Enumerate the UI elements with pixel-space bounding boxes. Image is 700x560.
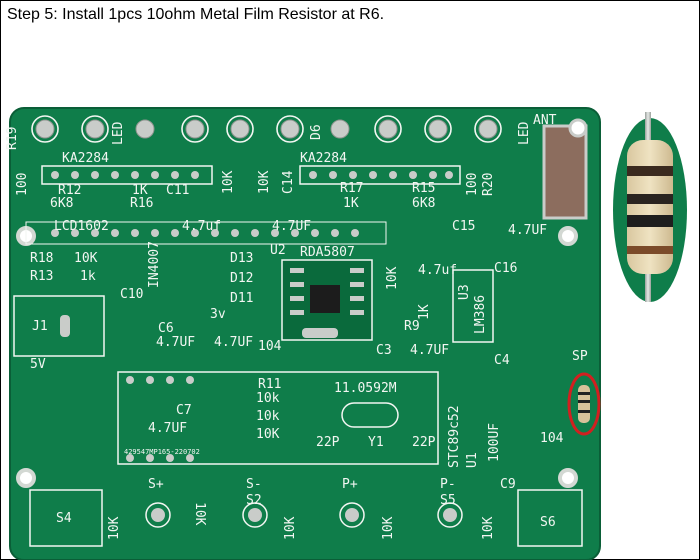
lbl-s5: S5 [440, 493, 456, 508]
lbl-lm386: LM386 [473, 295, 488, 334]
lbl-10k-a: 10k [256, 391, 280, 406]
lbl-ka2284-1: KA2284 [62, 151, 109, 166]
lbl-crystal: 11.0592M [334, 381, 397, 396]
lbl-22p-a: 22P [316, 435, 340, 450]
lbl-c9: C9 [500, 477, 516, 492]
lbl-chip-code: 429547MP165-220702 [124, 448, 200, 456]
lbl-104: 104 [258, 339, 282, 354]
lbl-j1: J1 [32, 319, 48, 334]
lbl-u3: U3 [457, 284, 472, 300]
lbl-led-right: LED [517, 121, 532, 145]
lbl-d12: D12 [230, 271, 253, 286]
lbl-c11: C11 [166, 183, 189, 198]
lbl-r15: R15 [412, 181, 435, 196]
lbl-in4007: IN4007 [147, 241, 162, 288]
lbl-u1: U1 [465, 452, 480, 468]
resistor-closeup [613, 112, 687, 302]
lbl-c6: C6 [158, 321, 174, 336]
lbl-r12: R12 [58, 183, 81, 198]
lbl-u2: U2 [270, 243, 286, 258]
lbl-p-minus: P- [440, 477, 456, 492]
lbl-1k: 1K [132, 183, 148, 198]
lbl-1k-b: 1K [343, 196, 359, 211]
lbl-10k-btn-5: 10K [107, 516, 122, 540]
lbl-r18-value: 10K [74, 251, 98, 266]
lbl-c16: C16 [494, 261, 517, 276]
lbl-s2: S2 [246, 493, 262, 508]
lbl-led-left: LED [111, 121, 126, 145]
highlight-r6 [567, 372, 601, 436]
lbl-c4: C4 [494, 353, 510, 368]
lbl-c3: C3 [376, 343, 392, 358]
lbl-r20: R20 [481, 173, 496, 196]
lbl-d13: D13 [230, 251, 253, 266]
lbl-r17: R17 [340, 181, 363, 196]
lbl-3v: 3v [210, 307, 226, 322]
lbl-c15: C15 [452, 219, 475, 234]
installed-resistor-r6 [578, 385, 590, 423]
lbl-10k-3: 10K [385, 266, 400, 290]
lbl-lcd1602: LCD1602 [54, 219, 109, 234]
lbl-r13: R13 [30, 269, 53, 284]
lbl-100uf: 100UF [487, 423, 502, 462]
lbl-r9: R9 [404, 319, 420, 334]
lbl-47uf-c: 4.7UF [508, 223, 547, 238]
lbl-r18: R18 [30, 251, 53, 266]
lbl-10k-btn-3: 10K [381, 516, 396, 540]
lbl-47uf-b: 4.7UF [272, 219, 311, 234]
lbl-r13-value: 1k [80, 269, 96, 284]
lbl-sp: SP [572, 349, 588, 364]
lbl-6k8-a: 6K8 [50, 196, 73, 211]
lbl-c14: C14 [281, 170, 296, 194]
lbl-10k-c: 10K [256, 427, 280, 442]
lbl-47uf-f: 4.7uf [418, 263, 457, 278]
lbl-d11: D11 [230, 291, 253, 306]
lbl-47uf-h: 4.7UF [148, 421, 187, 436]
lbl-10k-btn-2: 10K [283, 516, 298, 540]
lbl-104-b: 104 [540, 431, 564, 446]
lbl-s-plus: S+ [148, 477, 164, 492]
lbl-100-right: 100 [465, 173, 480, 196]
lbl-10k-1: 10K [221, 170, 236, 194]
lbl-p-plus: P+ [342, 477, 358, 492]
lbl-47uf-e: 4.7UF [214, 335, 253, 350]
lbl-10k-btn-1: 10K [192, 502, 207, 526]
top-pad-row [35, 119, 498, 139]
lbl-s4: S4 [56, 511, 72, 526]
lbl-c7: C7 [176, 403, 192, 418]
lbl-s-minus: S- [246, 477, 262, 492]
lbl-ka2284-2: KA2284 [300, 151, 347, 166]
lbl-10k-btn-4: 10K [481, 516, 496, 540]
lbl-r16: R16 [130, 196, 153, 211]
lbl-6k8-b: 6K8 [412, 196, 435, 211]
lbl-100-left: 100 [15, 173, 30, 196]
lbl-d6: D6 [309, 124, 324, 140]
lbl-r11: R11 [258, 377, 281, 392]
lbl-c10: C10 [120, 287, 143, 302]
lbl-stc89c52: STC89c52 [447, 405, 462, 468]
lbl-s6: S6 [540, 515, 556, 530]
antenna-pad [542, 124, 588, 220]
lbl-10k-b: 10k [256, 409, 280, 424]
lbl-47uf-g: 4.7UF [410, 343, 449, 358]
lbl-10k-2: 10K [257, 170, 272, 194]
lbl-rda5807: RDA5807 [300, 245, 355, 260]
lbl-22p-b: 22P [412, 435, 436, 450]
lbl-5v: 5V [30, 357, 46, 372]
lbl-47uf-d: 4.7UF [156, 335, 195, 350]
lbl-47uf-a: 4.7uf [182, 219, 221, 234]
lbl-r19: R19 [5, 127, 20, 150]
lbl-ant: ANT [533, 113, 557, 128]
lbl-y1: Y1 [368, 435, 384, 450]
step-instruction: Step 5: Install 1pcs 10ohm Metal Film Re… [7, 6, 385, 23]
lbl-1k-v: 1K [417, 304, 432, 320]
